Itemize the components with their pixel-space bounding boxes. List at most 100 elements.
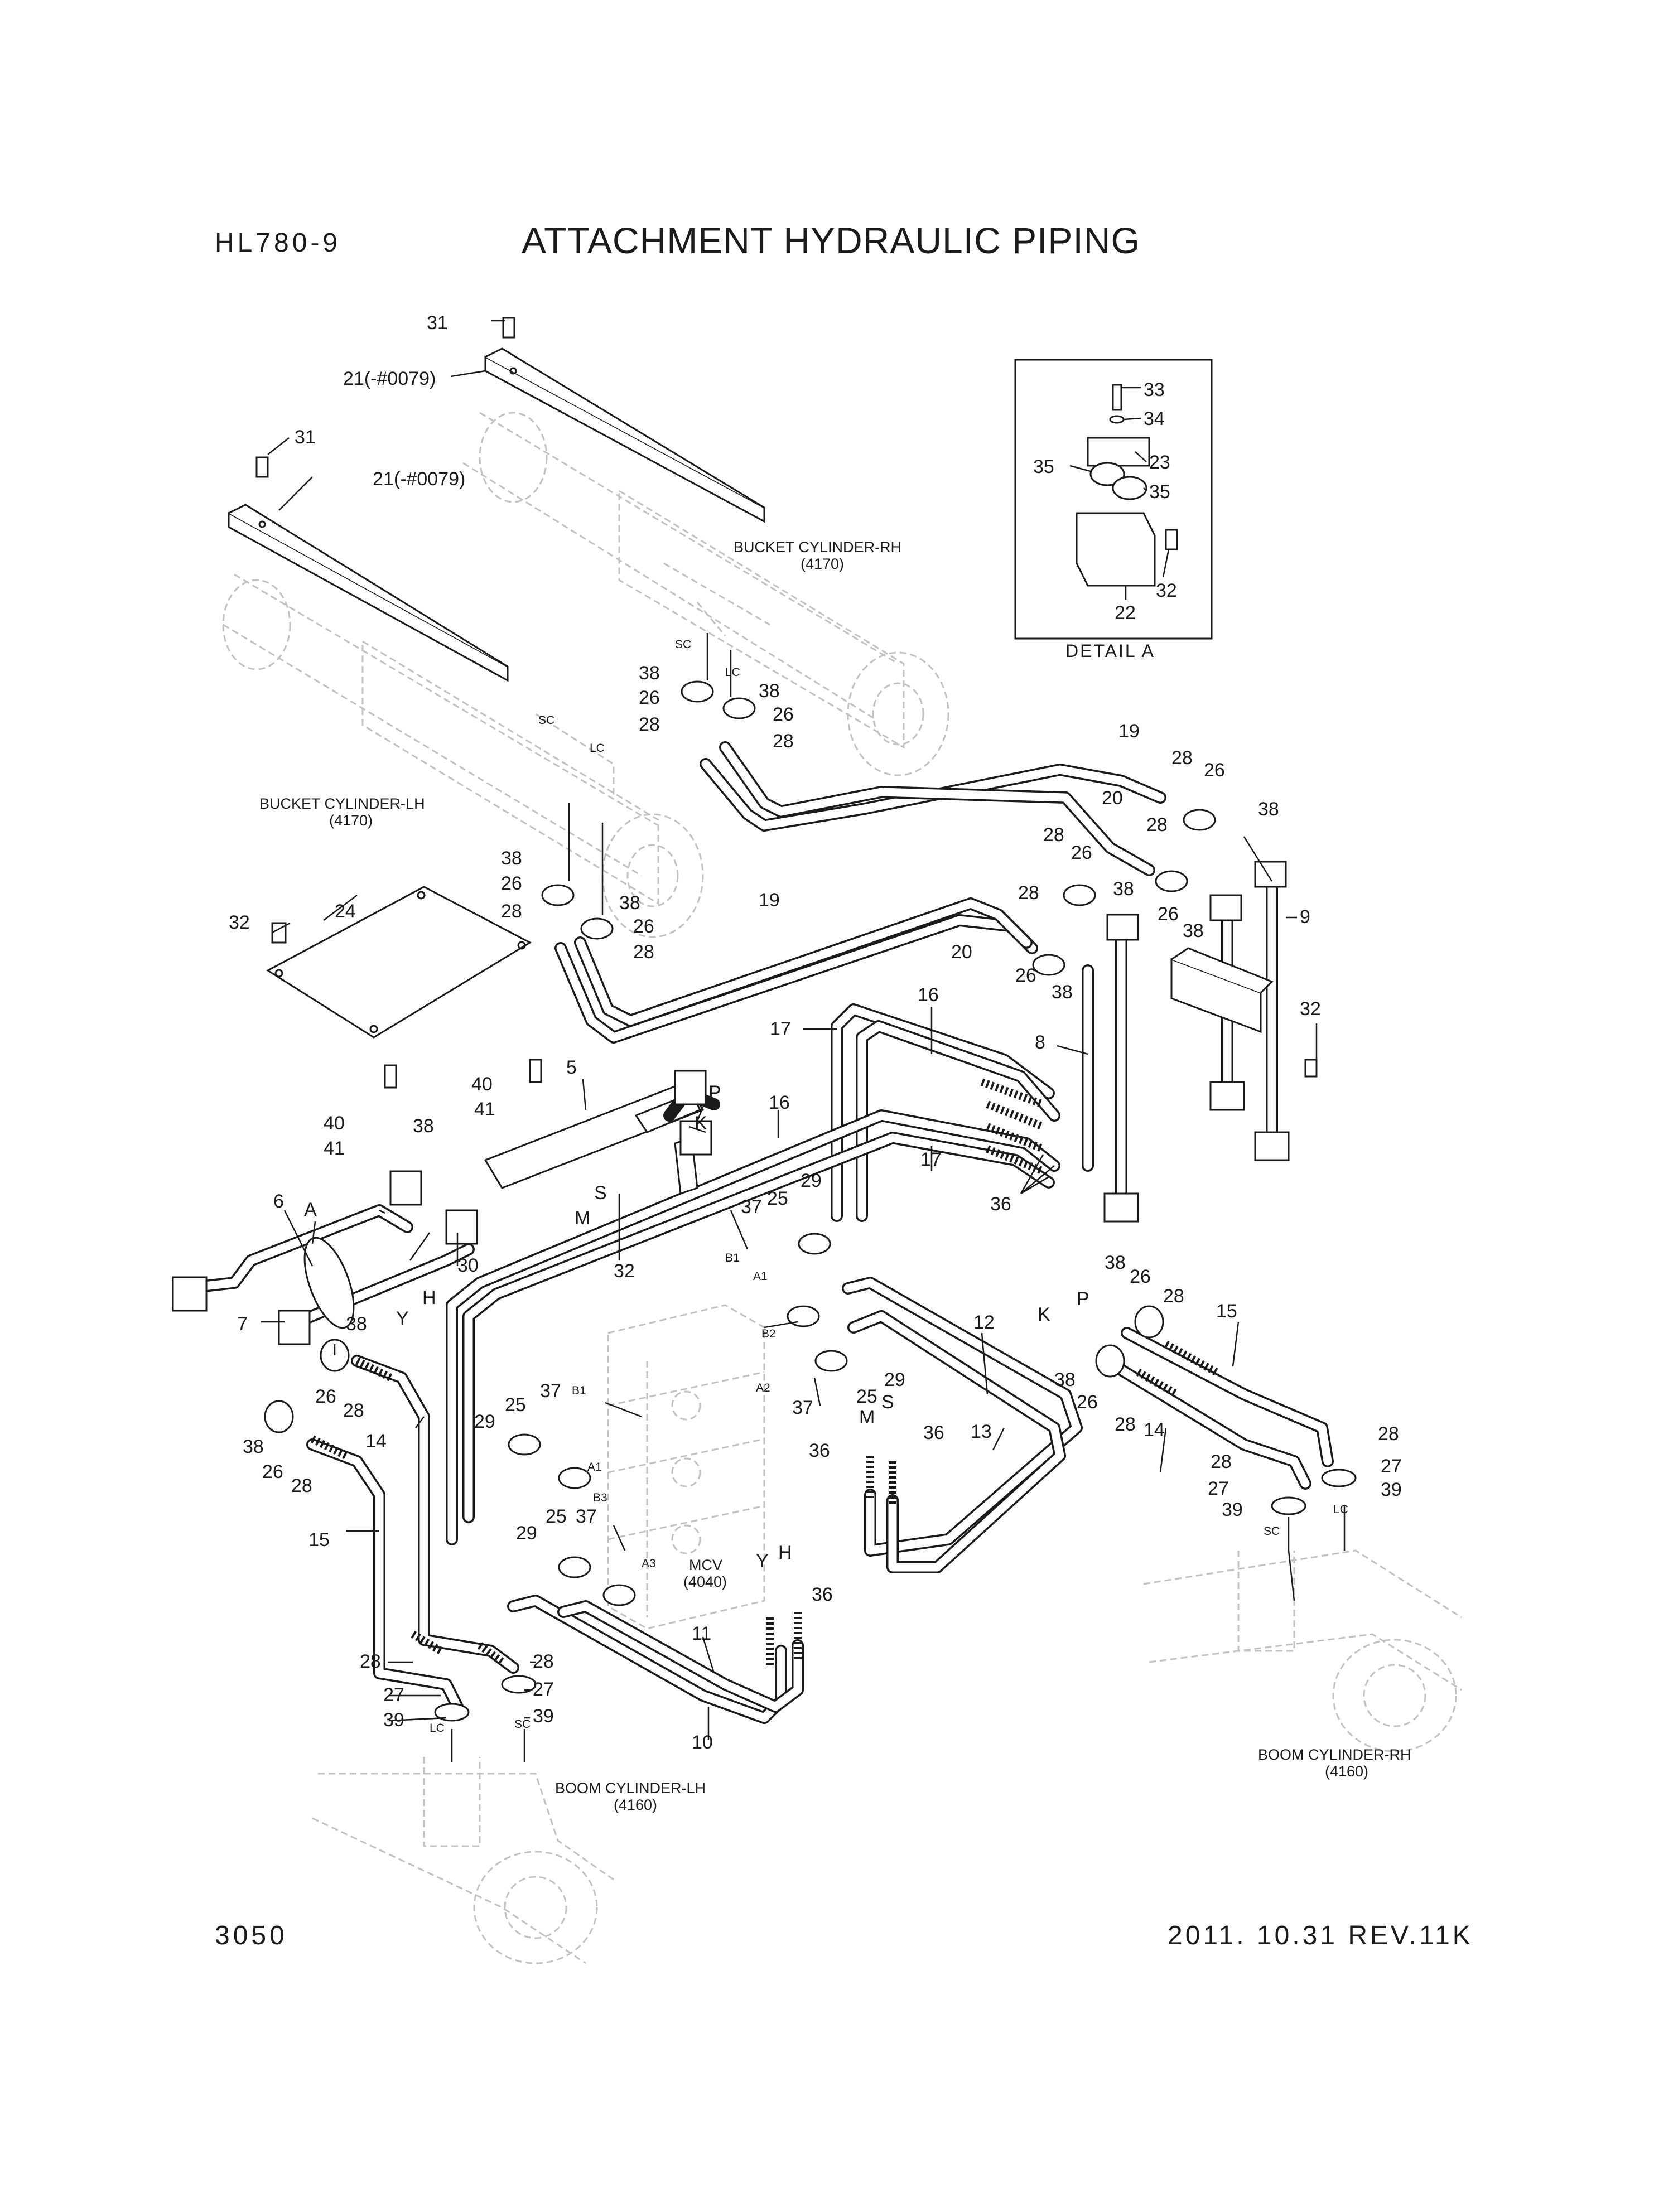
mcv-ghost <box>607 1304 765 1630</box>
callout: 24 <box>335 901 356 922</box>
label-mcv: MCV <box>689 1557 722 1573</box>
callout: 26 <box>1130 1266 1151 1287</box>
callout: 27 <box>1208 1478 1229 1499</box>
callout: 34 <box>1144 408 1165 429</box>
callout: 16 <box>918 984 939 1006</box>
callout: 28 <box>501 901 522 922</box>
callout: 31 <box>295 427 316 448</box>
callout: 36 <box>809 1440 830 1461</box>
callout: 22 <box>1115 602 1136 624</box>
callout: 38 <box>619 892 640 914</box>
callout: K <box>695 1113 707 1134</box>
callout: 25 <box>546 1506 567 1527</box>
callout: 33 <box>1144 379 1165 400</box>
callout: 38 <box>413 1115 434 1137</box>
pipe-8 <box>1082 914 1139 1223</box>
callout: 36 <box>812 1584 833 1605</box>
callout: 27 <box>1381 1456 1402 1477</box>
cover-plate-lower <box>228 504 509 682</box>
detail-a-box <box>1014 359 1213 640</box>
callout: 8 <box>1035 1032 1045 1053</box>
port-label: B1 <box>725 1252 740 1264</box>
port-label: LC <box>430 1722 445 1735</box>
callout: 37 <box>576 1506 597 1527</box>
pipe-14-15-rh <box>1110 1327 1334 1490</box>
cover-plate-24 <box>266 886 532 1039</box>
port-label: SC <box>538 714 554 727</box>
callout: 32 <box>1300 998 1321 1020</box>
page-title: ATTACHMENT HYDRAULIC PIPING <box>522 220 1140 261</box>
model-number: HL780-9 <box>215 228 341 258</box>
callout: P <box>1077 1288 1089 1310</box>
callout: 21(-#0079) <box>373 469 465 490</box>
callout: 19 <box>1118 721 1140 742</box>
callout: M <box>575 1208 590 1229</box>
callout: Y <box>396 1308 409 1329</box>
port-label: SC <box>675 638 691 651</box>
callout: 26 <box>315 1386 336 1407</box>
bucket-cylinder-rh-ghost <box>462 412 949 776</box>
callout: 10 <box>692 1732 713 1753</box>
callout: 39 <box>533 1706 554 1727</box>
callout: 26 <box>639 687 660 708</box>
port-label: LC <box>590 742 605 755</box>
callout: 38 <box>1054 1369 1076 1390</box>
callout: 5 <box>566 1057 577 1078</box>
pipe-12-13 <box>842 1277 1083 1573</box>
port-label: LC <box>1333 1503 1348 1516</box>
pipe-5-6-7 <box>172 1070 720 1345</box>
callout: 26 <box>773 704 794 725</box>
callout: 20 <box>951 941 972 963</box>
callout: 20 <box>1102 788 1123 809</box>
callout: 15 <box>1216 1301 1237 1322</box>
callout: 27 <box>533 1679 554 1700</box>
callout: 37 <box>540 1380 561 1402</box>
callout: 26 <box>1077 1392 1098 1413</box>
callout: 29 <box>516 1523 537 1544</box>
callout: 38 <box>759 680 780 702</box>
callout: 35 <box>1149 481 1170 503</box>
callout: 37 <box>741 1196 762 1218</box>
callout: 35 <box>1033 456 1054 477</box>
callout: 36 <box>923 1422 944 1443</box>
callout: 26 <box>1015 965 1036 986</box>
port-label: A2 <box>756 1382 770 1394</box>
callout: 15 <box>308 1529 330 1551</box>
port-label: B2 <box>761 1327 776 1340</box>
pipe-19-upper <box>700 758 1166 832</box>
callout: 19 <box>759 890 780 911</box>
callout: 26 <box>1204 760 1225 781</box>
callout: 17 <box>920 1149 942 1170</box>
callout: 26 <box>633 916 654 937</box>
label-bucket-lh-code: (4170) <box>329 812 373 829</box>
callout: 38 <box>501 848 522 869</box>
callout: 26 <box>1158 904 1179 925</box>
callout: 28 <box>1043 824 1064 846</box>
port-label: B1 <box>572 1384 586 1397</box>
callout: 25 <box>856 1386 877 1407</box>
callout: 39 <box>1222 1499 1243 1520</box>
label-mcv-code: (4040) <box>683 1573 727 1590</box>
pipe-20-upper <box>719 741 1155 876</box>
leader-lines <box>261 320 1346 1762</box>
callout: 29 <box>884 1369 905 1390</box>
callout: 38 <box>243 1436 264 1457</box>
callout: 38 <box>1258 799 1279 820</box>
callout: 23 <box>1149 452 1170 473</box>
callout: 41 <box>324 1138 345 1159</box>
port-label: SC <box>1264 1525 1280 1538</box>
label-bucket-lh: BUCKET CYLINDER-LH <box>259 795 425 812</box>
detail-a-caption: DETAIL A <box>1065 641 1155 661</box>
callout: 30 <box>457 1255 479 1276</box>
callout: 28 <box>1146 814 1168 835</box>
bucket-cylinder-lh-ghost <box>222 573 704 938</box>
callout-numbers: 31 21(-#0079) 31 21(-#0079) 33 34 35 23 … <box>229 312 1402 1753</box>
callout: 28 <box>639 714 660 735</box>
pipe-16-17 <box>446 1003 1060 1545</box>
callout: 40 <box>324 1113 345 1134</box>
label-boom-rh: BOOM CYLINDER-RH <box>1258 1746 1411 1763</box>
callout: 14 <box>365 1431 387 1452</box>
cover-plate-upper <box>484 347 765 523</box>
callout: P <box>708 1082 721 1103</box>
callout: 41 <box>474 1099 495 1120</box>
